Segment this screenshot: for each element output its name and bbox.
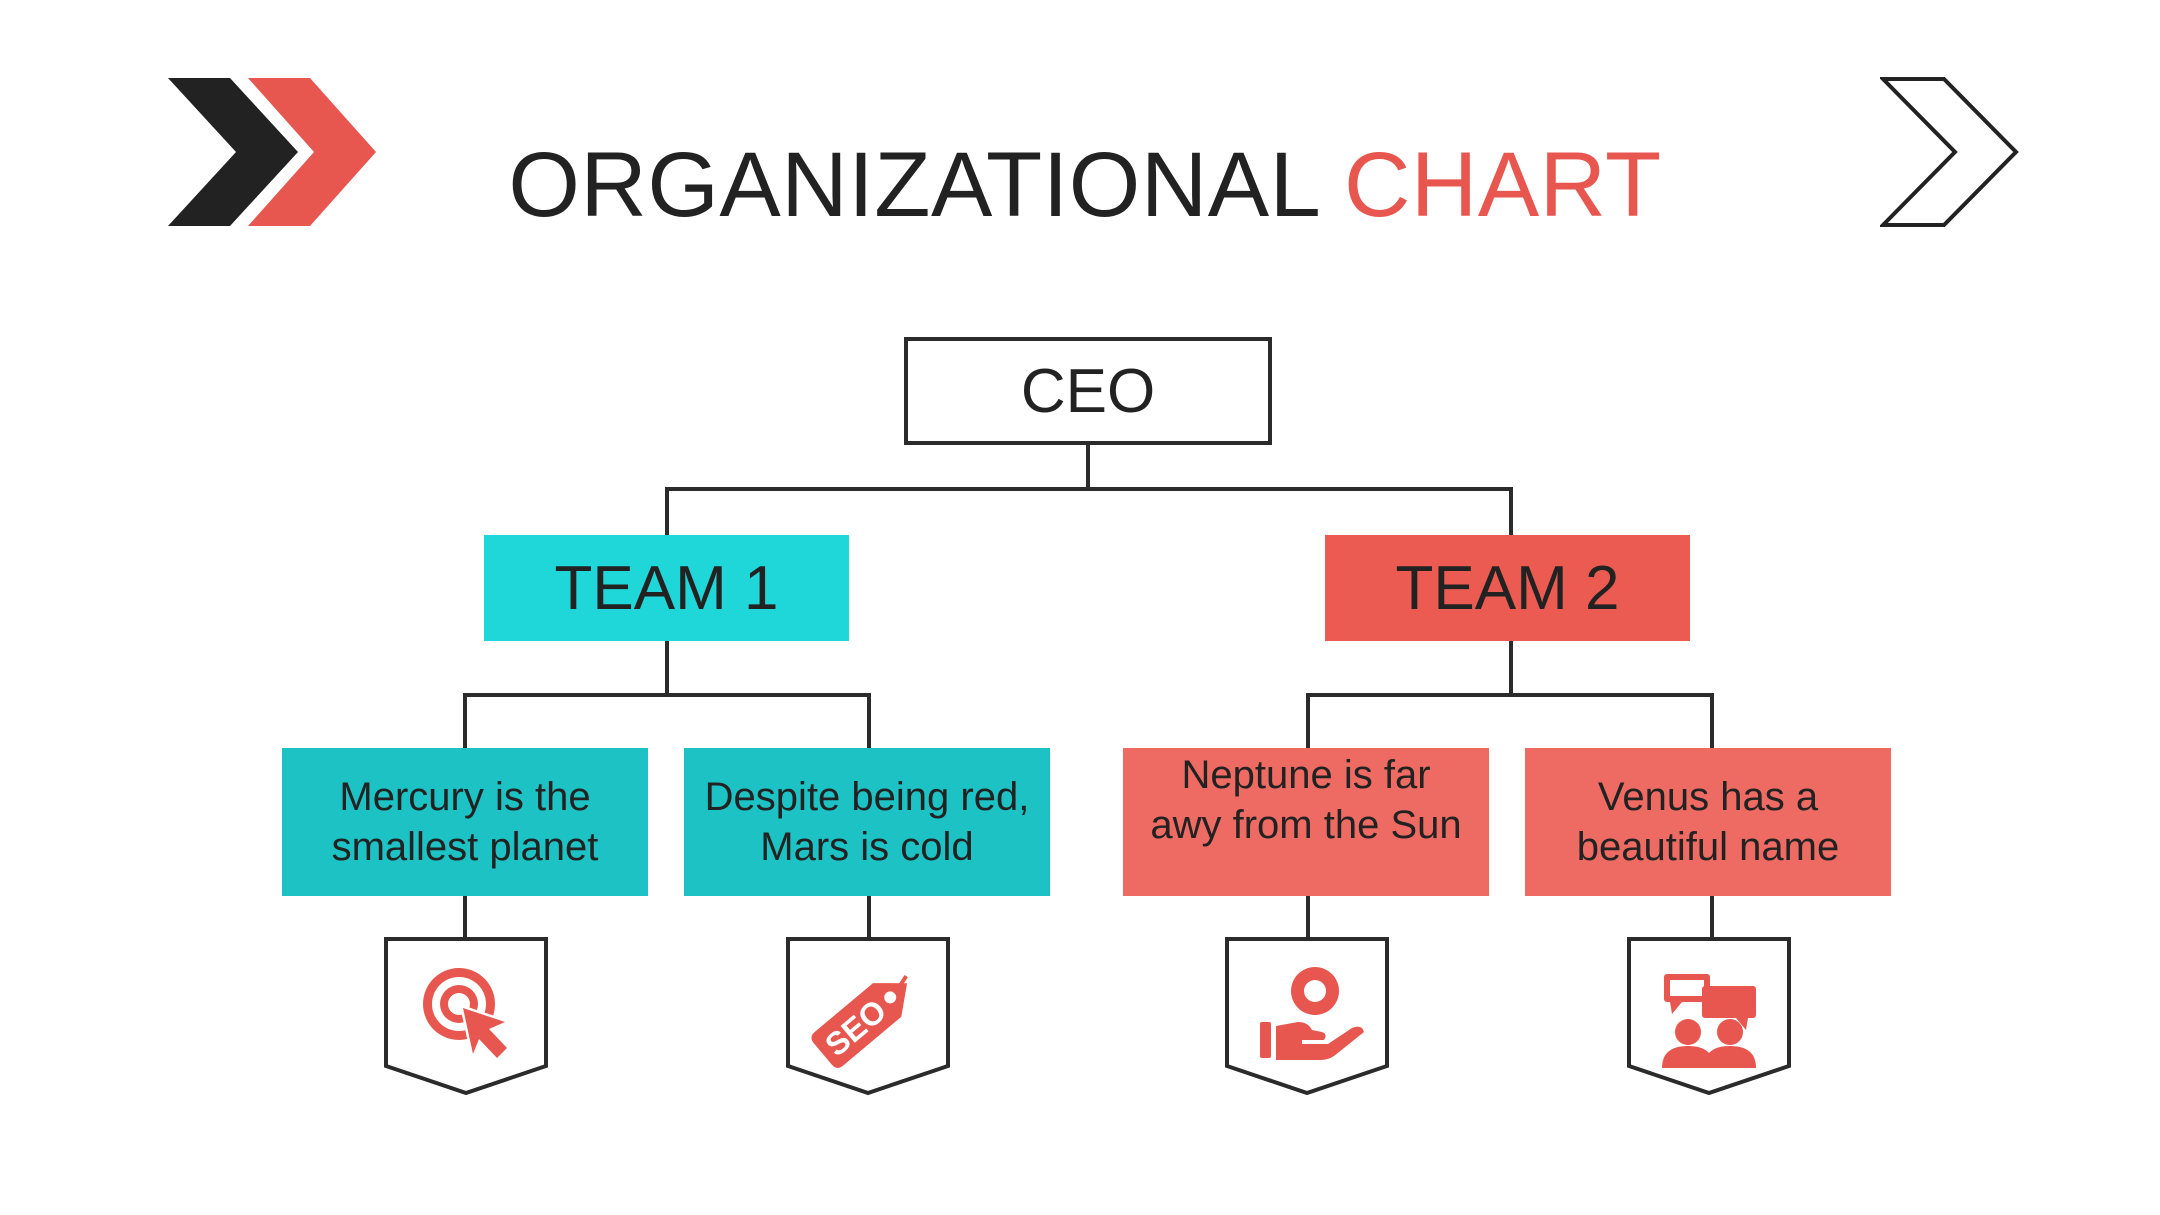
team2-member1-box: Neptune is far awy from the Sun <box>1123 748 1489 896</box>
title-accent: CHART <box>1343 134 1662 236</box>
team1-branch-line <box>463 693 871 748</box>
team2-box: TEAM 2 <box>1325 535 1690 641</box>
team1-label: TEAM 1 <box>554 553 779 623</box>
member-text: Neptune is far awy from the Sun <box>1150 753 1462 847</box>
ceo-label: CEO <box>1020 356 1156 426</box>
page-title: ORGANIZATIONAL CHART <box>0 130 2160 240</box>
member4-icon-badge <box>1627 937 1791 1096</box>
member-text: Mercury is the smallest planet <box>331 775 599 869</box>
ceo-box: CEO <box>904 337 1272 445</box>
member-text: Despite being red, Mars is cold <box>704 775 1030 869</box>
hand-person-icon <box>1260 967 1364 1060</box>
red-chevron-icon <box>248 78 376 226</box>
black-chevron-icon <box>168 78 298 226</box>
team1-member1-box: Mercury is the smallest planet <box>282 748 648 896</box>
target-cursor-icon <box>423 968 512 1063</box>
team1-box: TEAM 1 <box>484 535 849 641</box>
team2-label: TEAM 2 <box>1395 553 1620 623</box>
title-main: ORGANIZATIONAL <box>508 134 1318 236</box>
member2-icon-badge: SEO <box>786 937 950 1096</box>
team2-branch-line <box>1306 693 1714 748</box>
team-chat-icon <box>1662 974 1756 1068</box>
member1-icon-badge <box>384 937 548 1096</box>
team1-member2-box: Despite being red, Mars is cold <box>684 748 1050 896</box>
outline-chevron-icon <box>1880 77 2019 227</box>
chevron-outline-right-decoration <box>1880 77 2019 227</box>
team2-member2-box: Venus has a beautiful name <box>1525 748 1891 896</box>
ceo-branch-line <box>665 487 1513 535</box>
member-text: Venus has a beautiful name <box>1576 775 1840 869</box>
chevron-double-left-decoration <box>168 78 376 226</box>
member3-icon-badge <box>1225 937 1389 1096</box>
